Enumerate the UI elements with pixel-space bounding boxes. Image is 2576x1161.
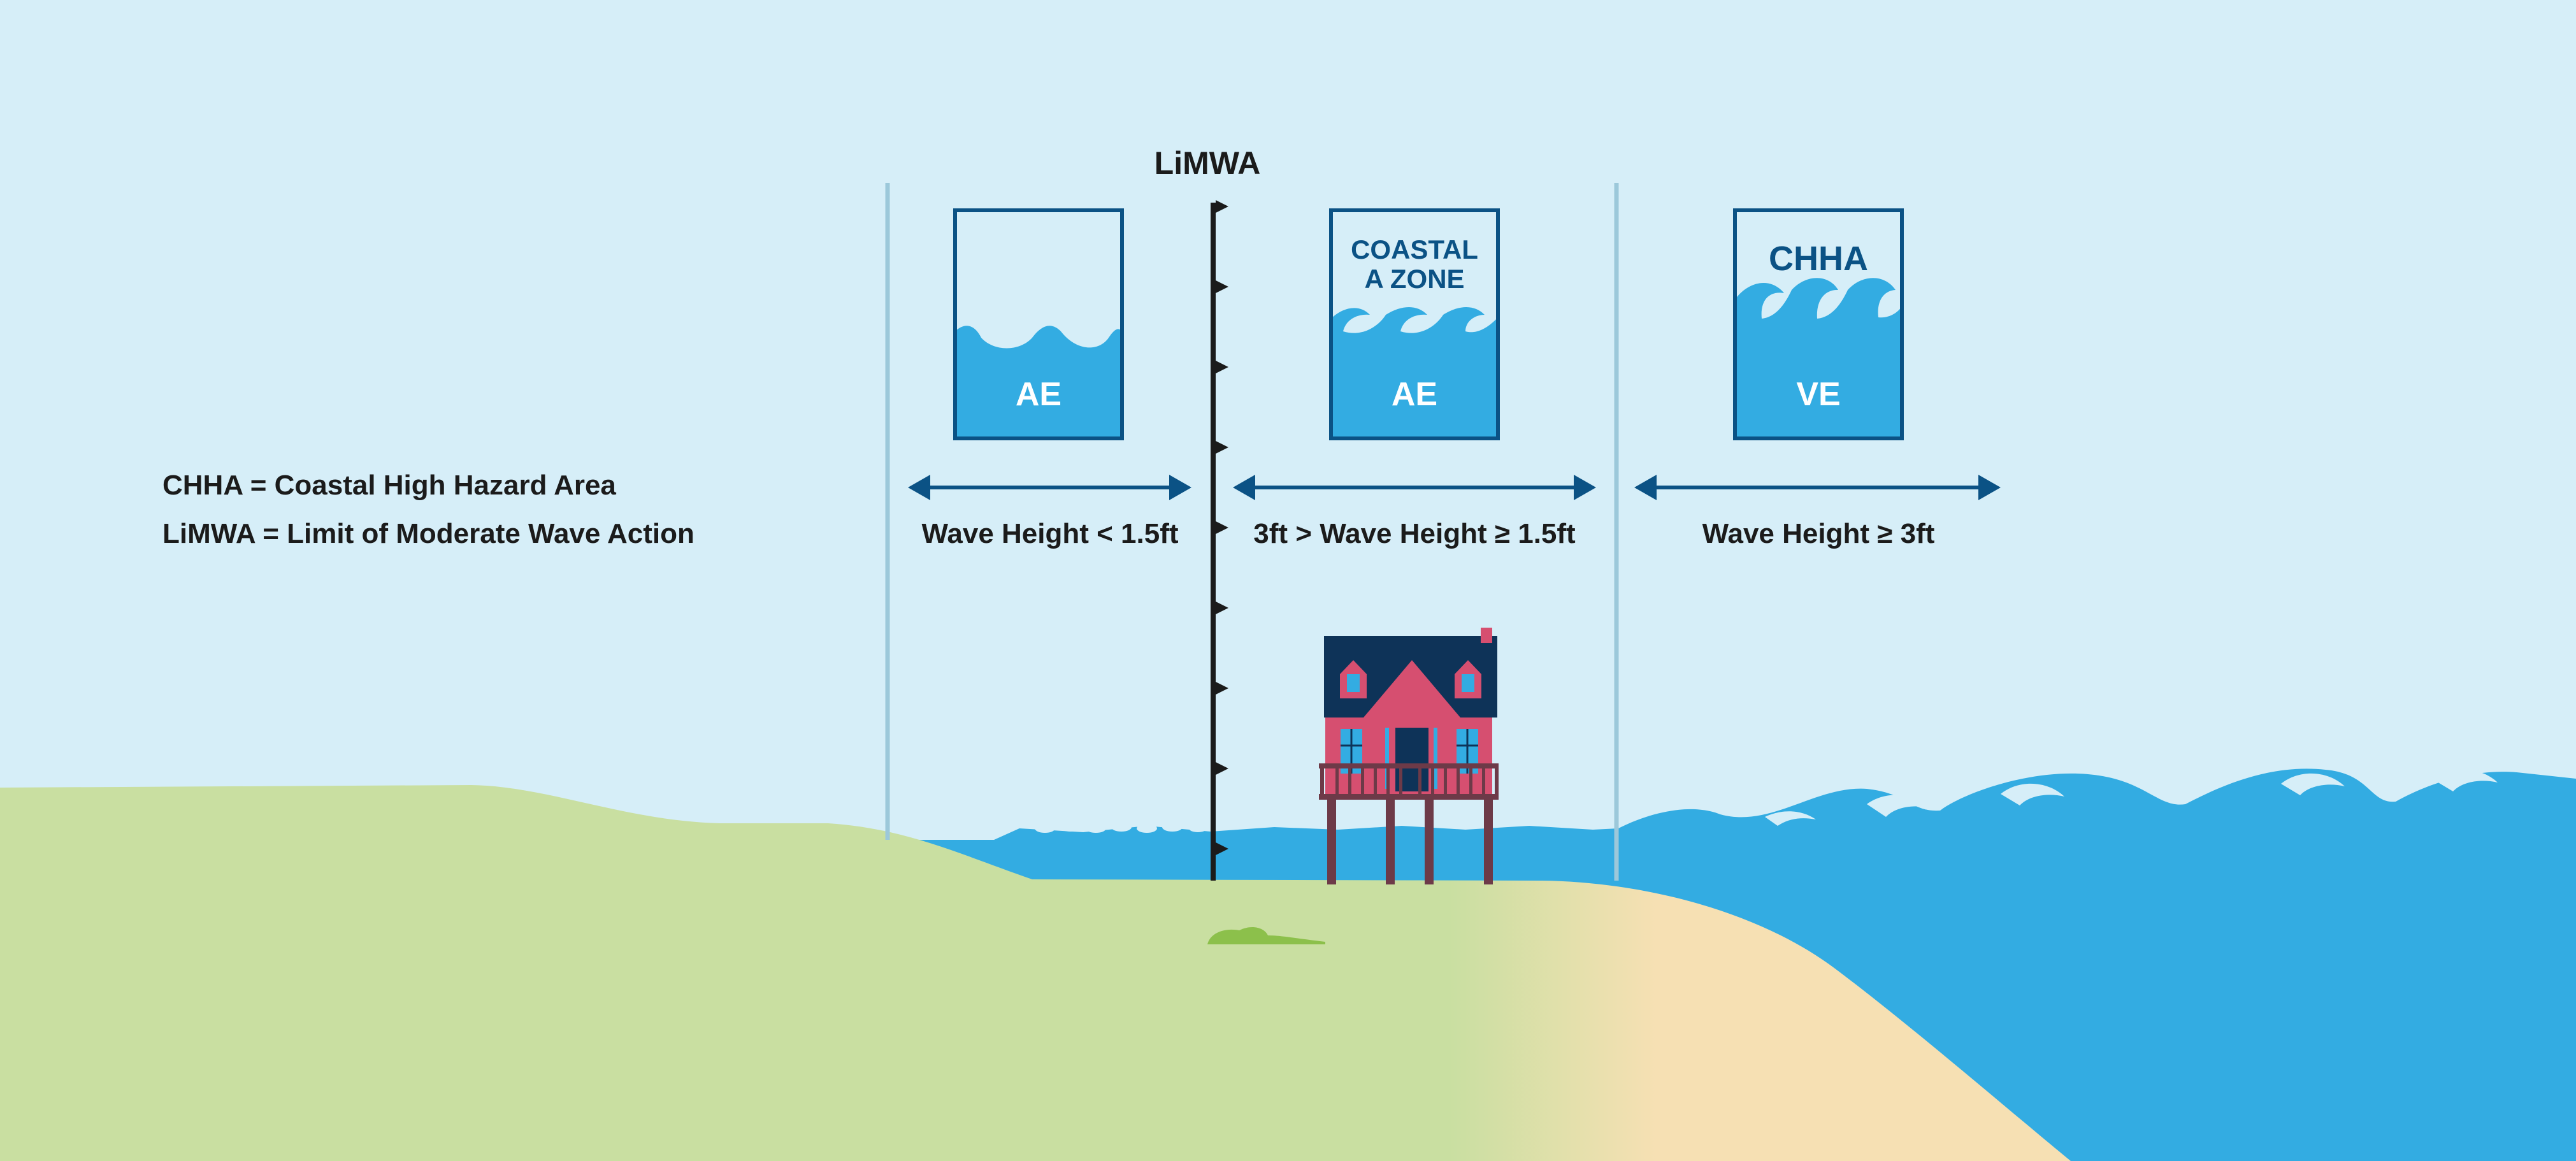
- zone-code-ae: AE: [1392, 376, 1437, 413]
- range-arrow-zone-1: [908, 475, 1191, 500]
- wave-crests: [1765, 769, 2498, 826]
- zone-title-coastal: COASTAL: [1351, 234, 1478, 264]
- legend-chha: CHHA = Coastal High Hazard Area: [162, 470, 616, 501]
- zone-card-coastal-a-zone: COASTAL A ZONE AE: [1329, 208, 1500, 440]
- range-label-zone-2: 3ft > Wave Height ≥ 1.5ft: [1253, 518, 1576, 549]
- zone-code-ve: VE: [1796, 376, 1840, 413]
- elevated-house: [1319, 628, 1499, 884]
- shore-land: [0, 785, 2071, 1161]
- range-label-zone-1: Wave Height < 1.5ft: [921, 518, 1178, 549]
- limwa-label: LiMWA: [1155, 145, 1261, 181]
- zone-card-ae-moderate: AE: [953, 208, 1124, 440]
- zone-title-a-zone: A ZONE: [1364, 264, 1464, 294]
- range-arrow-zone-2: [1233, 475, 1596, 500]
- bush: [1207, 927, 1325, 944]
- legend-limwa: LiMWA = Limit of Moderate Wave Action: [162, 518, 694, 549]
- zone-card-chha: CHHA VE: [1733, 208, 1904, 440]
- foam-ripples: [1035, 823, 1207, 833]
- zone-title-chha: CHHA: [1769, 240, 1868, 278]
- zone-code-ae: AE: [1016, 376, 1061, 413]
- range-arrow-zone-3: [1634, 475, 2001, 500]
- limwa-marker-line: [1211, 200, 1228, 881]
- range-label-zone-3: Wave Height ≥ 3ft: [1702, 518, 1935, 549]
